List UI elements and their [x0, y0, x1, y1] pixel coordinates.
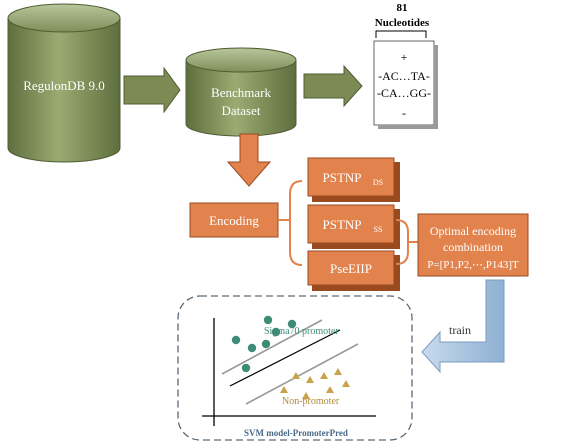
pstnp-ss-label: PSTNP [322, 217, 361, 232]
pseeiip-box: PseEIIP [307, 250, 400, 291]
benchmark-label-line2: Dataset [222, 103, 261, 118]
optimal-line-2: combination [443, 240, 503, 254]
svm-axes [202, 318, 376, 426]
promoter-point [247, 343, 257, 353]
non-promoter-point [306, 376, 314, 383]
non-promoter-point [280, 386, 288, 393]
sequence-line-1: -AC…TA- [378, 69, 430, 83]
encoding-label: Encoding [209, 213, 259, 228]
non-promoter-point [302, 392, 310, 399]
sequence-minus: - [402, 106, 406, 120]
train-arrow [421, 279, 505, 374]
benchmark-label-line1: Benchmark [211, 85, 271, 100]
pseeiip-label: PseEIIP [330, 261, 372, 276]
optimal-encoding-box: Optimal encoding combination P=[P1,P2,⋯,… [417, 213, 529, 277]
nucleotide-brace [375, 30, 427, 38]
non-promoter-points [280, 368, 350, 399]
svm-hyperplanes [221, 319, 359, 405]
promoter-points [231, 315, 297, 373]
sequence-box: + -AC…TA- -CA…GG- - [373, 40, 438, 129]
arrow-down-to-encoding [226, 133, 272, 187]
combination-bracket [395, 219, 418, 265]
pstnp-ds-subscript: DS [373, 178, 383, 187]
sequence-line-2: -CA…GG- [377, 86, 431, 100]
nucleotide-count: 81 [397, 2, 408, 14]
sequence-plus: + [401, 50, 408, 64]
promoter-point [271, 327, 281, 337]
promoter-point [231, 335, 241, 345]
svm-region [177, 295, 413, 441]
encoding-bracket [278, 180, 303, 266]
non-promoter-point [326, 386, 334, 393]
train-label: train [449, 323, 471, 337]
pstnp-ss-box: PSTNP SS [307, 204, 400, 249]
non-promoter-point [342, 380, 350, 387]
non-promoter-point [334, 368, 342, 375]
regulondb-cylinder: RegulonDB 9.0 [7, 3, 121, 163]
promoter-point [261, 339, 271, 349]
encoding-box: Encoding [189, 202, 279, 238]
benchmark-cylinder: Benchmark Dataset [185, 47, 297, 137]
nucleotide-label: Nucleotides [375, 17, 430, 29]
regulondb-label: RegulonDB 9.0 [23, 78, 105, 93]
non-promoter-point [292, 372, 300, 379]
promoter-point [287, 319, 297, 329]
pstnp-ss-subscript: SS [374, 225, 383, 234]
arrow-source-to-benchmark [123, 66, 181, 114]
svm-caption: SVM model-PromoterPred [244, 428, 348, 438]
sigma70-label: Sigma70 promoter [264, 326, 339, 337]
non-promoter-point [320, 372, 328, 379]
pstnp-ds-label: PSTNP [322, 170, 361, 185]
arrow-benchmark-to-sequence [303, 64, 363, 108]
promoter-point [241, 363, 251, 373]
non-promoter-label: Non-promoter [282, 396, 340, 407]
optimal-line-1: Optimal encoding [430, 224, 516, 238]
optimal-formula: P=[P1,P2,⋯,P143]T [427, 259, 519, 271]
promoter-point [263, 315, 273, 325]
pstnp-ds-box: PSTNP DS [307, 157, 400, 202]
